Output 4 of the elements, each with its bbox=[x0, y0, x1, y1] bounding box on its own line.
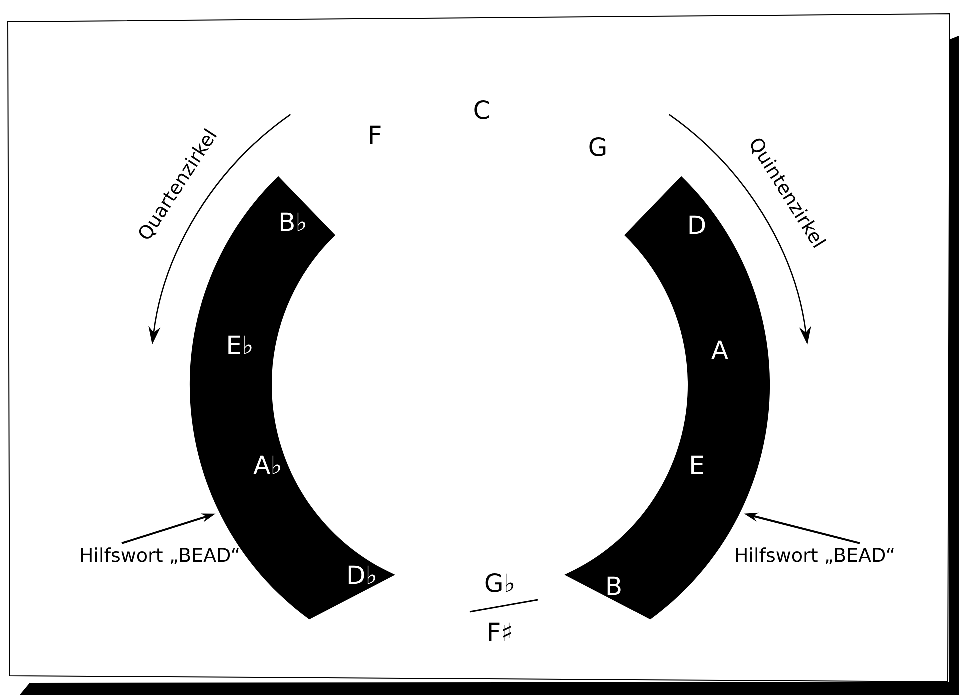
note-label: G♭ bbox=[486, 574, 514, 592]
note-label: C bbox=[474, 100, 490, 120]
note-label: F♯ bbox=[489, 622, 512, 642]
note-label: F bbox=[370, 126, 381, 144]
